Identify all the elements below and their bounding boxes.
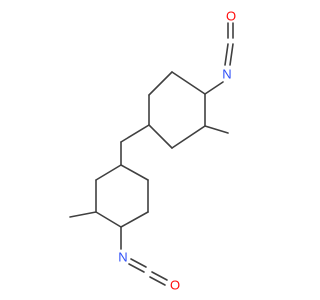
bond [148,124,173,149]
structure-diagram: O N N O [69,9,236,293]
molecule-canvas: O N N O [69,9,236,293]
atom-label-oxygen: O [226,9,236,24]
bond [151,271,168,281]
bond [120,164,149,181]
bond [204,125,229,134]
atom-label-group: O N N O [118,9,236,293]
bond [120,124,150,143]
bond [204,81,224,95]
bond [130,258,147,268]
bond [149,276,166,286]
atom-label-oxygen: O [170,278,180,293]
bond [128,263,145,273]
bond-group [69,22,234,286]
bond [120,211,149,228]
bond [229,43,234,66]
atom-label-nitrogen: N [222,67,231,82]
bond [148,71,173,96]
bond [95,211,122,228]
bond [171,125,206,149]
bond [224,43,229,66]
atom-label-nitrogen: N [118,250,127,265]
bond [69,211,97,218]
bond [171,71,206,95]
bond [95,164,122,181]
